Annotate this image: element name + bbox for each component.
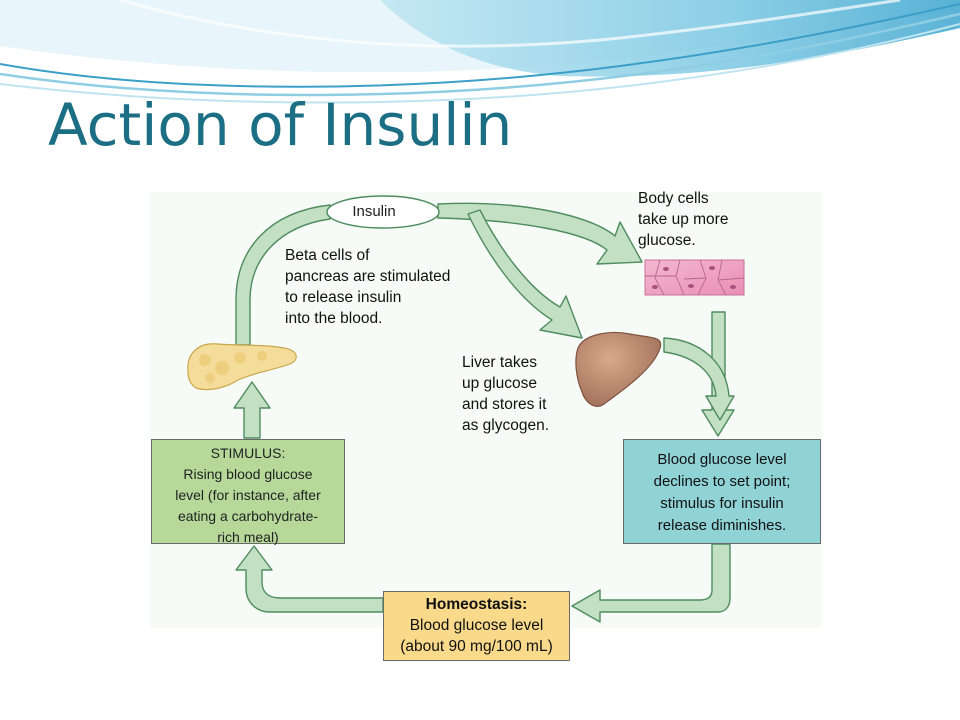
stimulus-line: rich meal) (217, 529, 279, 545)
homeostasis-box: Homeostasis: Blood glucose level (about … (383, 591, 570, 661)
beta-cells-line: pancreas are stimulated (285, 268, 451, 285)
body-cells-caption: Body cells take up more glucose. (638, 188, 728, 251)
insulin-oval (326, 195, 440, 229)
liver-line: as glycogen. (462, 417, 550, 434)
header-wave-decoration (0, 0, 960, 104)
beta-cells-line: Beta cells of (285, 247, 370, 264)
beta-cells-line: into the blood. (285, 310, 383, 327)
liver-icon (575, 331, 662, 407)
decline-line: release diminishes. (657, 517, 787, 534)
liver-caption: Liver takes up glucose and stores it as … (462, 352, 549, 436)
body-cells-line: Body cells (638, 190, 709, 207)
body-cells-icon (644, 259, 745, 296)
decline-line: declines to set point; (653, 473, 791, 490)
homeostasis-line: Blood glucose level (409, 617, 544, 634)
body-cells-line: glucose. (638, 232, 696, 249)
arrow-liver-to-decline (663, 337, 735, 421)
stimulus-line: eating a carbohydrate- (177, 508, 319, 524)
arrow-homeostasis-to-stimulus (235, 545, 384, 613)
glucose-decline-box: Blood glucose level declines to set poin… (623, 439, 821, 544)
stimulus-line: STIMULUS: (210, 445, 286, 461)
arrow-insulin-to-body-cells (437, 202, 643, 265)
homeostasis-heading: Homeostasis: (425, 596, 528, 613)
stimulus-line: Rising blood glucose (183, 466, 313, 482)
arrow-decline-to-homeostasis (571, 543, 731, 623)
stimulus-line: level (for instance, after (175, 487, 321, 503)
stimulus-box: STIMULUS: Rising blood glucose level (fo… (151, 439, 345, 545)
slide-title: Action of Insulin (48, 91, 513, 159)
liver-line: up glucose (462, 375, 537, 392)
beta-cells-line: to release insulin (285, 289, 402, 306)
beta-cells-caption: Beta cells of pancreas are stimulated to… (285, 245, 450, 329)
liver-line: Liver takes (462, 354, 537, 371)
body-cells-line: take up more (638, 211, 729, 228)
arrows (233, 202, 735, 623)
decline-line: Blood glucose level (657, 451, 787, 468)
arrow-insulin-to-liver (467, 209, 583, 339)
arrow-stimulus-to-pancreas (233, 381, 271, 439)
insulin-label: Insulin (352, 203, 396, 220)
pancreas-icon (187, 343, 297, 391)
decline-line: stimulus for insulin (660, 495, 784, 512)
liver-line: and stores it (462, 396, 547, 413)
homeostasis-line: (about 90 mg/100 mL) (400, 638, 553, 655)
